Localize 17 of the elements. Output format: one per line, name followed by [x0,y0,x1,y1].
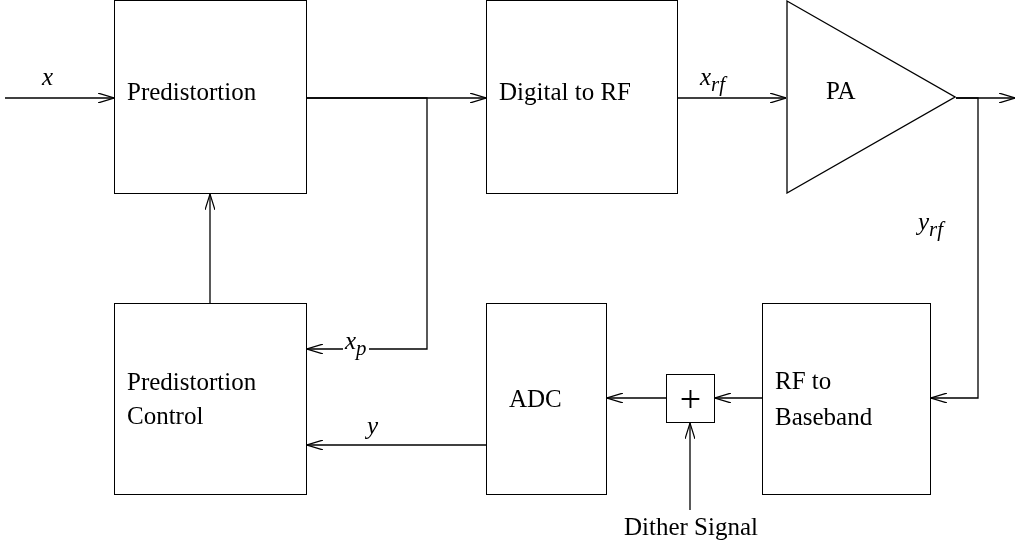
block-label: PA [826,76,856,106]
arrow [606,392,667,404]
process-box: Digital to RF [486,0,678,194]
signal-label: Dither Signal [606,510,776,544]
arrow [677,92,787,104]
arrow [684,422,696,511]
process-box: Predistortion Control [114,303,307,495]
arrow [306,97,428,355]
process-box: + [666,374,715,423]
process-box: RF to Baseband [762,303,931,495]
arrow [306,439,487,451]
arrow [4,92,115,104]
process-box: Predistortion [114,0,307,194]
arrow [930,97,979,404]
process-box: ADC [486,303,607,495]
arrow [714,392,763,404]
arrow [204,193,216,304]
